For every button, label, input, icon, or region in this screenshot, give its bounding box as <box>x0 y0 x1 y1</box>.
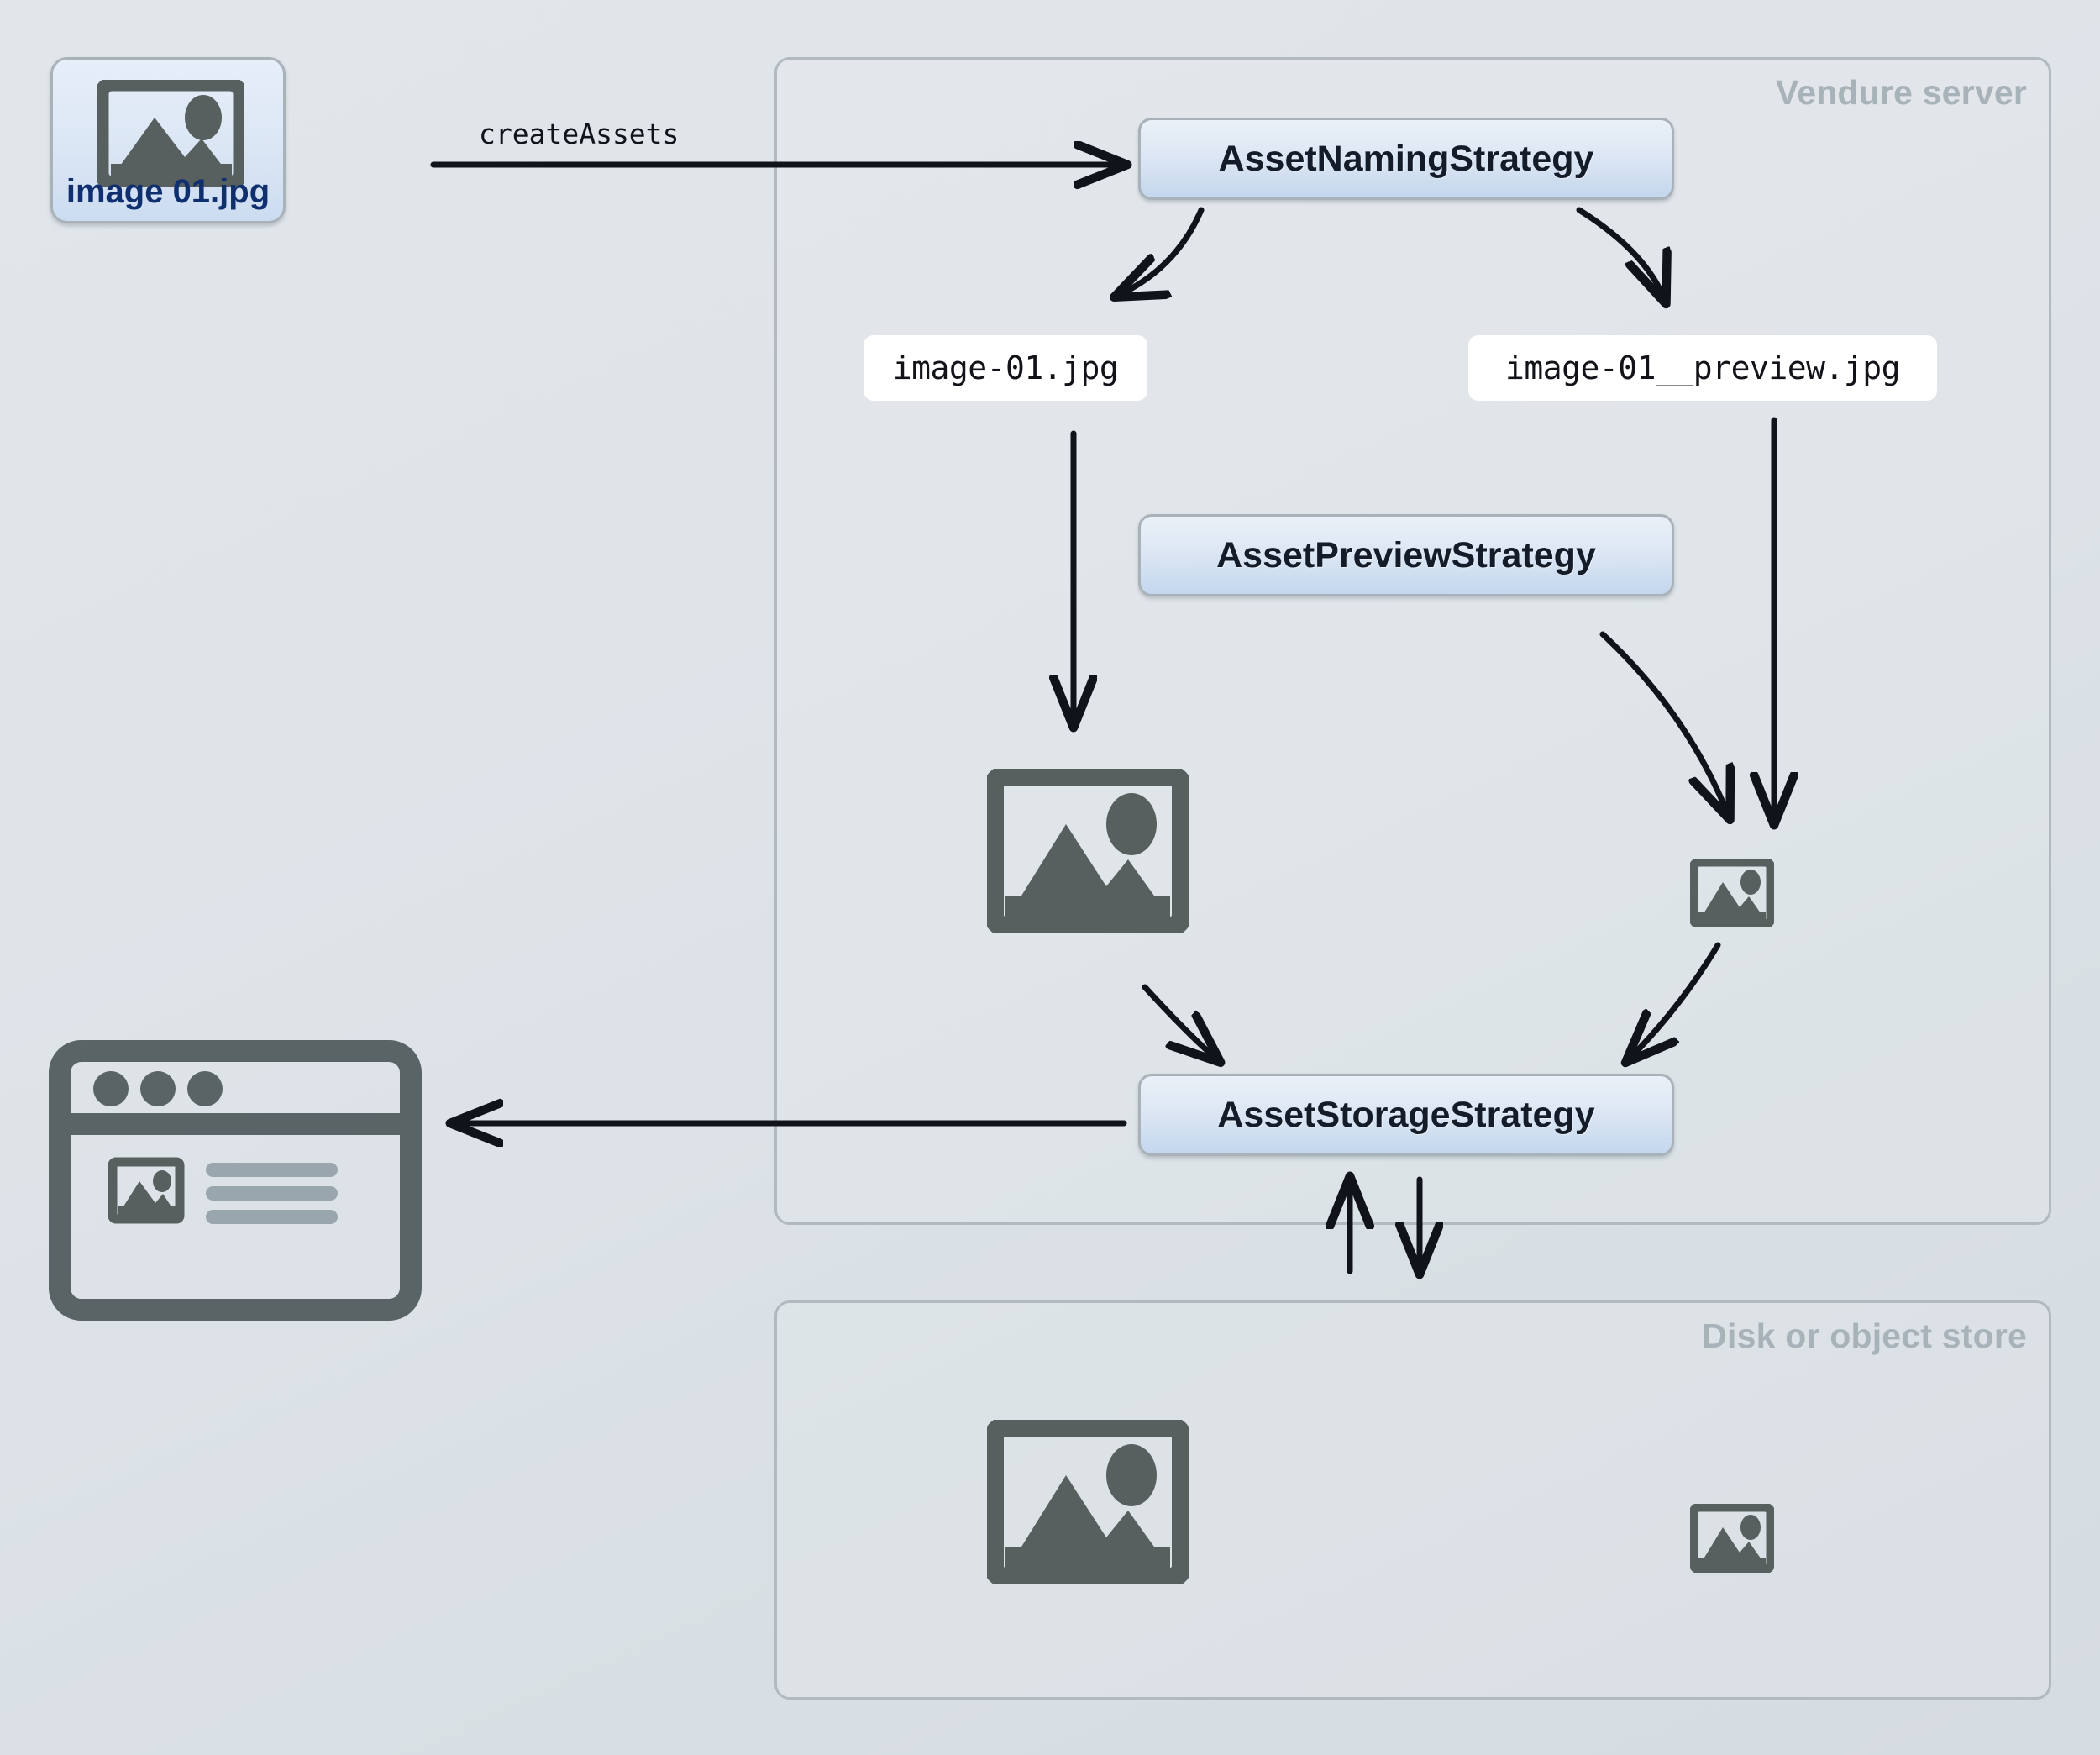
image-icon <box>94 76 248 192</box>
store-preview-image-icon <box>1688 1502 1776 1577</box>
filename-original-text: image-01.jpg <box>892 349 1119 386</box>
panel-label-disk-or-object-store: Disk or object store <box>1702 1316 2027 1355</box>
server-preview-image-icon <box>1688 857 1776 932</box>
filename-chip-preview: image-01__preview.jpg <box>1468 335 1937 401</box>
asset-storage-strategy-label: AssetStorageStrategy <box>1217 1094 1595 1135</box>
source-asset-card[interactable]: image 01.jpg <box>50 57 286 223</box>
panel-label-vendure-server: Vendure server <box>1775 73 2027 112</box>
edge-label-create-assets: createAssets <box>479 118 680 150</box>
source-asset-label: image 01.jpg <box>66 173 270 210</box>
asset-naming-strategy-label: AssetNamingStrategy <box>1218 138 1594 179</box>
asset-naming-strategy-box[interactable]: AssetNamingStrategy <box>1138 118 1674 200</box>
browser-window-icon[interactable] <box>49 1040 422 1325</box>
server-original-image-icon <box>984 765 1192 938</box>
store-original-image-icon <box>984 1416 1192 1589</box>
filename-chip-original: image-01.jpg <box>864 335 1147 401</box>
asset-preview-strategy-box[interactable]: AssetPreviewStrategy <box>1138 514 1674 596</box>
asset-preview-strategy-label: AssetPreviewStrategy <box>1216 534 1596 575</box>
panel-disk-or-object-store: Disk or object store <box>774 1300 2051 1700</box>
panel-vendure-server: Vendure server <box>774 57 2051 1225</box>
asset-storage-strategy-box[interactable]: AssetStorageStrategy <box>1138 1074 1674 1156</box>
filename-preview-text: image-01__preview.jpg <box>1505 349 1900 386</box>
